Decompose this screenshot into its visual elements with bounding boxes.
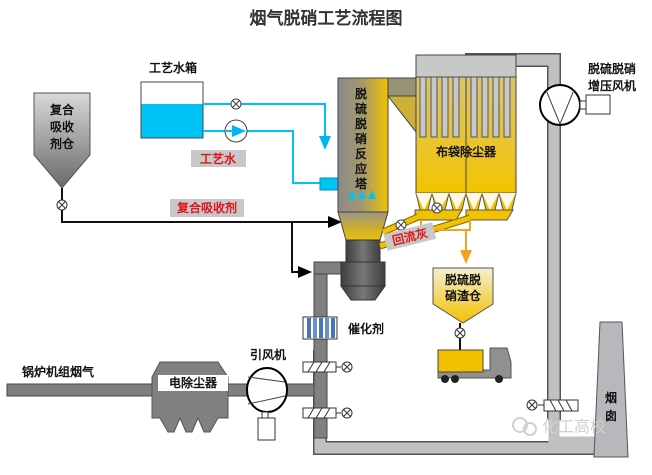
slag-silo: 脱硫脱 硝渣仓: [432, 267, 494, 350]
bag-filter-label: 布袋除尘器: [436, 144, 497, 159]
booster-fan: [539, 84, 611, 126]
absorbent-label: 复合吸收剂: [176, 200, 237, 215]
absorbent-tag-bg: [170, 199, 244, 217]
absorbent-silo-label-3: 剂仓: [49, 136, 75, 151]
reactor-label-5: 反: [355, 146, 367, 161]
catalyst-label: 催化剂: [348, 321, 384, 336]
chimney-label-2: 囱: [605, 408, 617, 423]
catalyst-block: [302, 316, 338, 340]
reactor-label-1: 脱: [355, 86, 367, 101]
chimney: 烟 囱: [593, 321, 629, 458]
bag-filter: [414, 54, 517, 221]
reactor-label-4: 硝: [355, 131, 367, 146]
absorbent-silo-label-1: 复合: [49, 102, 75, 117]
damper-upper: [302, 361, 353, 373]
diagram-title: 烟气脱硝工艺流程图: [250, 8, 403, 29]
process-water-label: 工艺水: [200, 151, 237, 166]
water-tank: [140, 81, 204, 139]
reactor-tower: [337, 77, 417, 301]
reactor-label-2: 硫: [355, 101, 367, 116]
absorbent-silo: 复合 吸收 剂仓: [33, 92, 91, 189]
absorbent-silo-label-2: 吸收: [50, 119, 74, 134]
id-fan-label: 引风机: [250, 347, 286, 362]
process-water-tag-bg: [191, 150, 246, 167]
flue-gas-duct: [6, 261, 347, 439]
slag-silo-label-2: 硝渣仓: [445, 288, 482, 303]
return-ash-tag: 回流灰: [383, 222, 437, 251]
chimney-label-1: 烟: [605, 391, 617, 405]
reactor-label-3: 脱: [355, 116, 367, 131]
reactor-label-6: 应: [355, 161, 367, 176]
watermark: 化工高校: [512, 417, 606, 436]
id-fan: [246, 367, 288, 441]
damper-lower: [302, 407, 353, 419]
water-tank-label: 工艺水箱: [149, 60, 197, 75]
reactor-label-7: 塔: [355, 176, 368, 191]
damper-chimney: [526, 399, 579, 412]
watermark-text: 化工高校: [542, 417, 606, 436]
boiler-flue-gas-label: 锅炉机组烟气: [22, 364, 94, 379]
electrostatic-precipitator: 电除尘器: [151, 361, 229, 433]
truck-icon: [437, 347, 512, 383]
booster-fan-label-2: 增压风机: [588, 78, 636, 93]
booster-fan-label-1: 脱硫脱硝: [588, 61, 636, 76]
slag-silo-label-1: 脱硫脱: [445, 272, 481, 287]
absorbent-line: [56, 188, 342, 278]
esp-label: 电除尘器: [169, 375, 218, 390]
